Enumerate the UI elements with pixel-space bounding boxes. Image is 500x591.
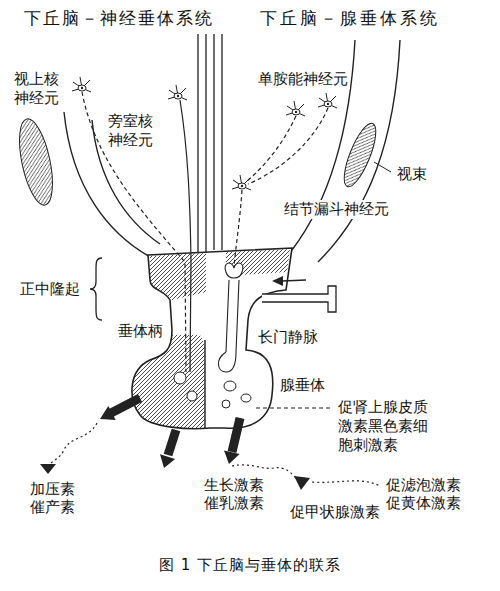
region-label: 生长激素 催乳激素 bbox=[202, 476, 270, 512]
region-label: 长门静脉 bbox=[256, 328, 320, 347]
region-label: 促甲状腺激素 bbox=[288, 503, 382, 521]
region-label: 下丘脑－神经垂体系统 bbox=[22, 8, 216, 29]
region-label: 单胺能神经元 bbox=[256, 70, 350, 89]
region-label: 正中隆起 bbox=[18, 280, 82, 299]
region-label: 视束 bbox=[395, 165, 429, 184]
region-label: 下丘脑－腺垂体系统 bbox=[258, 8, 442, 29]
figure-caption: 图 1 下丘脑与垂体的联系 bbox=[157, 556, 343, 575]
region-label: 促滤泡激素 促黄体激素 bbox=[384, 476, 466, 512]
region-label: 加压素 催产素 bbox=[28, 480, 81, 516]
region-label: 垂体柄 bbox=[116, 322, 165, 341]
region-label: 视上核 神经元 bbox=[12, 70, 67, 108]
region-label: 腺垂体 bbox=[278, 376, 327, 395]
region-label: 促肾上腺皮质 激素黑色素细 胞刺激素 bbox=[336, 398, 436, 454]
region-label: 结节漏斗神经元 bbox=[282, 200, 391, 219]
region-label: 旁室核 神经元 bbox=[106, 112, 161, 150]
